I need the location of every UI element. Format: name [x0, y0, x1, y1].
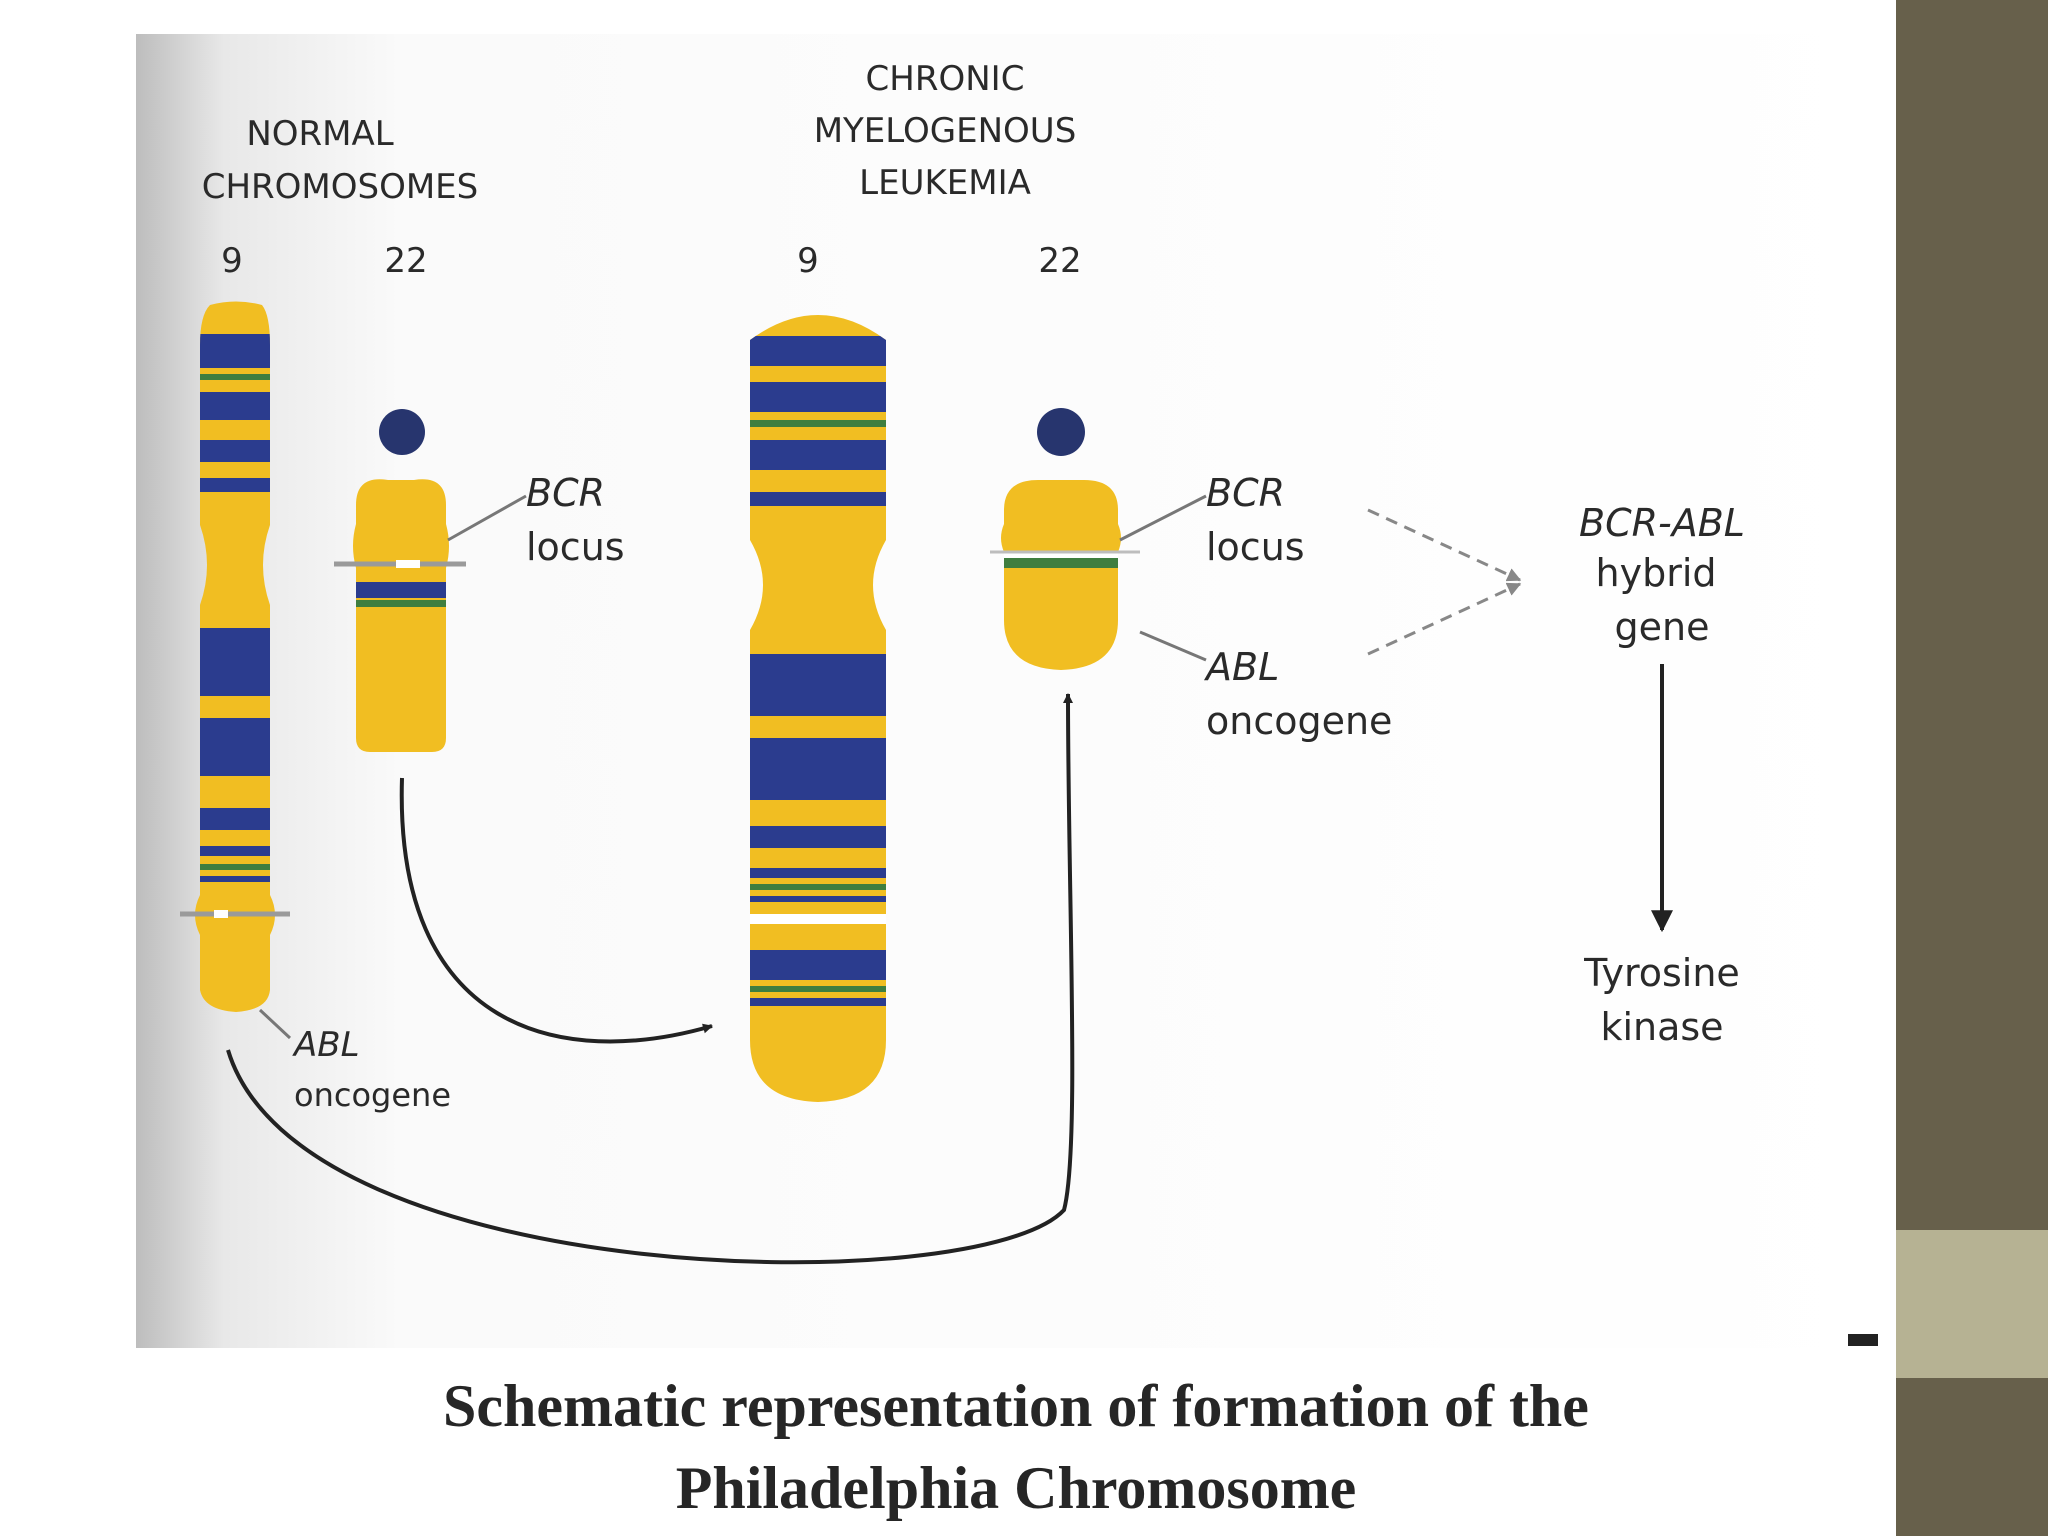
- chromosome-normal-9: [180, 301, 290, 1012]
- band: [195, 478, 275, 492]
- band: [195, 808, 275, 830]
- caption-line-2: Philadelphia Chromosome: [675, 1455, 1357, 1521]
- band: [750, 492, 886, 506]
- chromosome-numbers: 9 22 9 22: [221, 241, 1081, 281]
- band: [195, 846, 275, 856]
- arrow-9-segment-to-22: [226, 693, 1075, 1265]
- heading-normal-line-1: NORMAL: [246, 114, 393, 154]
- pointer-bcr-normal: [447, 494, 527, 542]
- sidebar-bar-middle: [1896, 1230, 2048, 1378]
- band: [750, 998, 886, 1006]
- label-hybrid-line-1: BCR-ABL: [1579, 501, 1745, 545]
- label-locus-cml: locus: [1206, 525, 1305, 569]
- label-bcr-normal: BCR: [526, 471, 605, 515]
- label-tyrosine: Tyrosine: [1583, 951, 1740, 995]
- label-hybrid-line-3: gene: [1615, 605, 1710, 649]
- chromosome-cml-9: [750, 315, 886, 1102]
- gene-labels: BCR locus ABL oncogene BCR locus ABL onc…: [292, 471, 1745, 1114]
- label-locus-normal: locus: [526, 525, 625, 569]
- dashed-arrow-bcr-to-hybrid: [1367, 508, 1522, 582]
- band: [195, 334, 275, 368]
- band: [195, 392, 275, 420]
- pointer-abl-cml: [1139, 630, 1207, 662]
- band: [195, 628, 275, 696]
- centromere-knob-cml-22: [1037, 408, 1085, 456]
- chromosome-number-normal-22: 22: [384, 241, 427, 281]
- chromosome-cml-22-philadelphia: [990, 408, 1140, 670]
- band: [750, 986, 886, 992]
- label-kinase: kinase: [1600, 1005, 1723, 1049]
- label-oncogene-cml: oncogene: [1206, 699, 1392, 743]
- band: [750, 440, 886, 470]
- band: [750, 868, 886, 878]
- chromosome-number-cml-9: 9: [797, 241, 819, 281]
- label-hybrid-line-2: hybrid: [1596, 551, 1717, 595]
- chromosome-normal-22: [334, 409, 466, 752]
- label-abl-normal: ABL: [292, 1025, 360, 1065]
- caption-line-1: Schematic representation of formation of…: [443, 1373, 1589, 1439]
- figure-headings: NORMAL CHROMOSOMES CHRONIC MYELOGENOUS L…: [202, 59, 1077, 207]
- heading-cml-line-1: CHRONIC: [866, 59, 1025, 99]
- chromosome-number-cml-22: 22: [1038, 241, 1081, 281]
- pointer-abl-normal: [258, 1008, 292, 1040]
- band: [353, 600, 449, 607]
- band: [195, 718, 275, 776]
- band: [750, 884, 886, 890]
- band: [353, 582, 449, 598]
- label-oncogene-normal: oncogene: [294, 1076, 451, 1114]
- band: [750, 950, 886, 980]
- pointer-bcr-cml: [1119, 494, 1207, 542]
- centromere-knob-normal-22: [379, 409, 425, 455]
- band: [750, 826, 886, 848]
- heading-normal-line-2: CHROMOSOMES: [202, 167, 479, 207]
- band: [750, 896, 886, 902]
- figure-corner-mark: [1848, 1334, 1878, 1346]
- bcr-locus-highlight-normal: [396, 560, 420, 568]
- sidebar-bar-bottom: [1896, 1378, 2048, 1536]
- band: [195, 440, 275, 462]
- dashed-arrows: [1367, 508, 1522, 656]
- band: [750, 420, 886, 427]
- chromosome-normal-22-body: [353, 479, 449, 752]
- sidebar-bar-top: [1896, 0, 2048, 1230]
- band: [750, 654, 886, 716]
- heading-cml-line-2: MYELOGENOUS: [814, 111, 1077, 151]
- abl-locus-highlight-normal: [214, 910, 228, 918]
- chromosome-number-normal-9: 9: [221, 241, 243, 281]
- band: [750, 738, 886, 800]
- dashed-arrow-abl-to-hybrid: [1367, 582, 1522, 656]
- band: [195, 876, 275, 882]
- band: [1001, 552, 1121, 558]
- band: [1001, 558, 1121, 568]
- pointer-lines: [258, 494, 1207, 1040]
- translocation-arrows: [226, 664, 1673, 1265]
- arrow-22-segment-to-9: [399, 777, 713, 1044]
- label-abl-cml: ABL: [1203, 645, 1279, 689]
- band: [750, 336, 886, 366]
- label-bcr-cml: BCR: [1206, 471, 1285, 515]
- chromosome-cml-22-body: [1001, 480, 1121, 670]
- band: [750, 914, 886, 924]
- band: [195, 864, 275, 870]
- band: [195, 374, 275, 380]
- band: [750, 382, 886, 412]
- heading-cml-line-3: LEUKEMIA: [859, 163, 1031, 203]
